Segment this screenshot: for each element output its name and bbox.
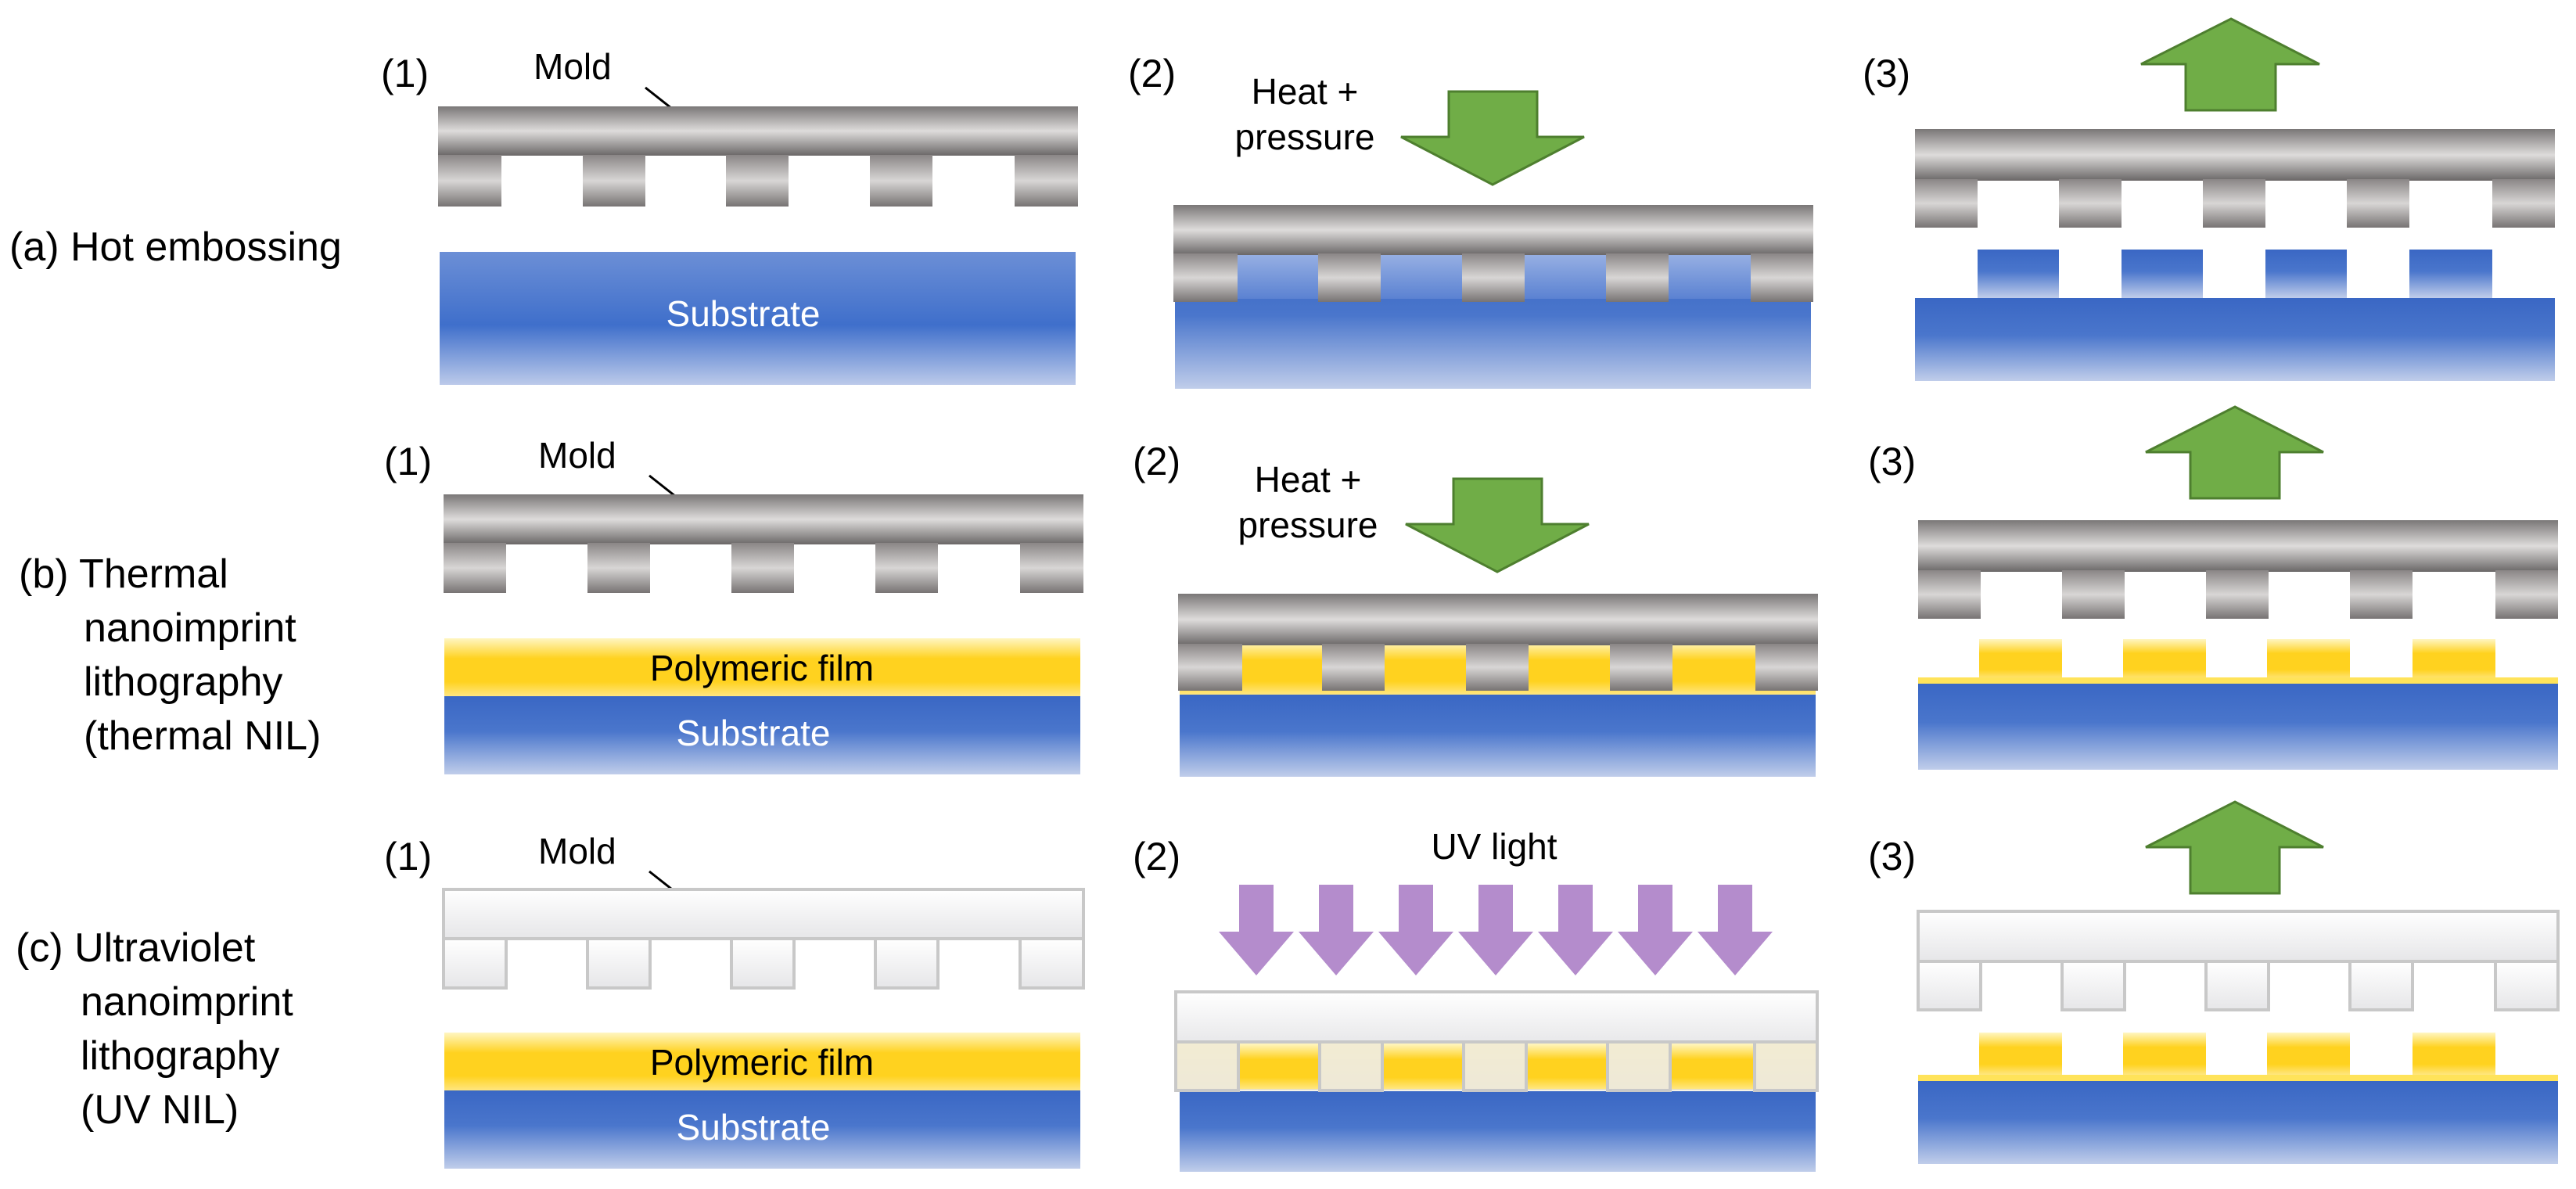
row-c-polymer-label: Polymeric film: [650, 1042, 874, 1083]
row-uv-nil: (c) Ultraviolet nanoimprint lithography …: [16, 800, 2560, 1172]
row-b-substrate-label: Substrate: [677, 713, 831, 753]
row-b-label-line-2: nanoimprint: [84, 605, 296, 651]
uv-arrow-icon: [1618, 885, 1693, 975]
row-a-substrate: [440, 252, 1076, 385]
row-c-mold-label: Mold: [538, 831, 616, 871]
uv-arrow-icon: [1378, 885, 1453, 975]
row-a-mold-pressed: [1173, 205, 1813, 302]
row-c-label-line-1: (c) Ultraviolet: [16, 925, 256, 971]
row-c-step-1-number: (1): [384, 835, 432, 878]
row-a-label: (a) Hot embossing: [9, 225, 342, 270]
row-c-uv-arrows: [1219, 885, 1773, 975]
row-a-action-line-2: pressure: [1235, 117, 1375, 157]
row-c-cured-features: [1240, 1044, 1753, 1089]
uv-arrow-icon: [1219, 885, 1294, 975]
row-b-step-3-number: (3): [1868, 440, 1916, 483]
uv-arrow-icon: [1299, 885, 1374, 975]
row-b-action-line-2: pressure: [1238, 505, 1378, 545]
row-c-uv-mold-pressed: [1174, 990, 1819, 1092]
row-b-mold: [444, 494, 1083, 593]
row-a-mold: [438, 106, 1078, 207]
row-hot-embossing: (a) Hot embossing (1) Mold Substrate (2)…: [9, 17, 2555, 389]
row-b-label-line-1: (b) Thermal: [19, 551, 228, 597]
row-b-step-2: (2) Heat + pressure: [1133, 440, 1818, 777]
row-b-label-line-4: (thermal NIL): [84, 713, 321, 759]
row-b-polymer-film: [444, 638, 1080, 696]
row-b-release-arrow: [2145, 405, 2324, 500]
row-a-step-1-number: (1): [381, 52, 429, 95]
row-c-label-line-2: nanoimprint: [81, 979, 293, 1025]
row-a-substrate-label: Substrate: [666, 293, 821, 334]
row-a-step-3: (3): [1863, 17, 2555, 381]
row-a-step-2-number: (2): [1128, 52, 1176, 95]
row-c-step-3: (3): [1868, 800, 2560, 1164]
row-b-action-line-1: Heat +: [1255, 459, 1362, 500]
row-a-release-arrow: [2140, 17, 2320, 112]
uv-arrow-icon: [1698, 885, 1773, 975]
row-c-label-line-3: lithography: [81, 1033, 279, 1079]
row-c-substrate-final: [1918, 1081, 2558, 1164]
row-c-uv-light-label: UV light: [1431, 826, 1557, 867]
row-a-mold-label: Mold: [534, 46, 612, 87]
row-a-mold-released: [1915, 129, 2555, 228]
row-a-embossed-features: [1978, 250, 2492, 298]
row-c-imprinted-features: [1979, 1033, 2495, 1075]
row-b-mold-released: [1918, 520, 2558, 619]
row-a-press-arrow: [1400, 90, 1585, 186]
row-b-mold-label: Mold: [538, 435, 616, 476]
row-c-polymer-film: [444, 1033, 1080, 1090]
row-c-release-arrow: [2145, 800, 2324, 895]
row-c-step-2-number: (2): [1133, 835, 1180, 878]
row-b-step-1: (1) Mold Polymeric film Substrate: [384, 435, 1083, 774]
row-c-step-3-number: (3): [1868, 835, 1916, 878]
uv-arrow-icon: [1458, 885, 1533, 975]
row-c-label-line-4: (UV NIL): [81, 1087, 239, 1133]
row-c-substrate-exposed: [1180, 1091, 1816, 1172]
row-b-substrate: [444, 696, 1080, 774]
uv-arrow-icon: [1538, 885, 1613, 975]
row-c-uv-mold: [442, 888, 1085, 990]
row-c-substrate: [444, 1090, 1080, 1169]
row-b-substrate-final: [1918, 684, 2558, 770]
row-b-label-line-3: lithography: [84, 659, 282, 705]
row-b-step-1-number: (1): [384, 440, 432, 483]
row-a-substrate-final: [1915, 298, 2555, 381]
row-b-step-3: (3): [1868, 405, 2558, 770]
row-b-polymer-label: Polymeric film: [650, 648, 874, 688]
row-a-step-1: (1) Mold Substrate: [381, 46, 1078, 385]
row-a-step-2: (2) Heat + pressure: [1128, 52, 1813, 389]
row-c-step-2: (2) UV light: [1133, 826, 1819, 1172]
row-b-substrate-pressed: [1180, 695, 1816, 777]
row-thermal-nil: (b) Thermal nanoimprint lithography (the…: [19, 405, 2558, 777]
row-b-residual-layer: [1918, 677, 2558, 684]
row-c-residual-layer: [1918, 1075, 2558, 1081]
row-a-action-line-1: Heat +: [1252, 71, 1359, 112]
row-b-press-arrow: [1405, 477, 1590, 573]
row-b-mold-pressed: [1178, 594, 1818, 691]
row-c-substrate-label: Substrate: [677, 1107, 831, 1148]
row-b-step-2-number: (2): [1133, 440, 1180, 483]
row-c-uv-mold-released: [1917, 910, 2560, 1011]
row-c-step-1: (1) Mold Polymeric film Substrate: [384, 831, 1085, 1169]
row-a-step-3-number: (3): [1863, 52, 1910, 95]
row-b-imprinted-features: [1979, 639, 2495, 680]
